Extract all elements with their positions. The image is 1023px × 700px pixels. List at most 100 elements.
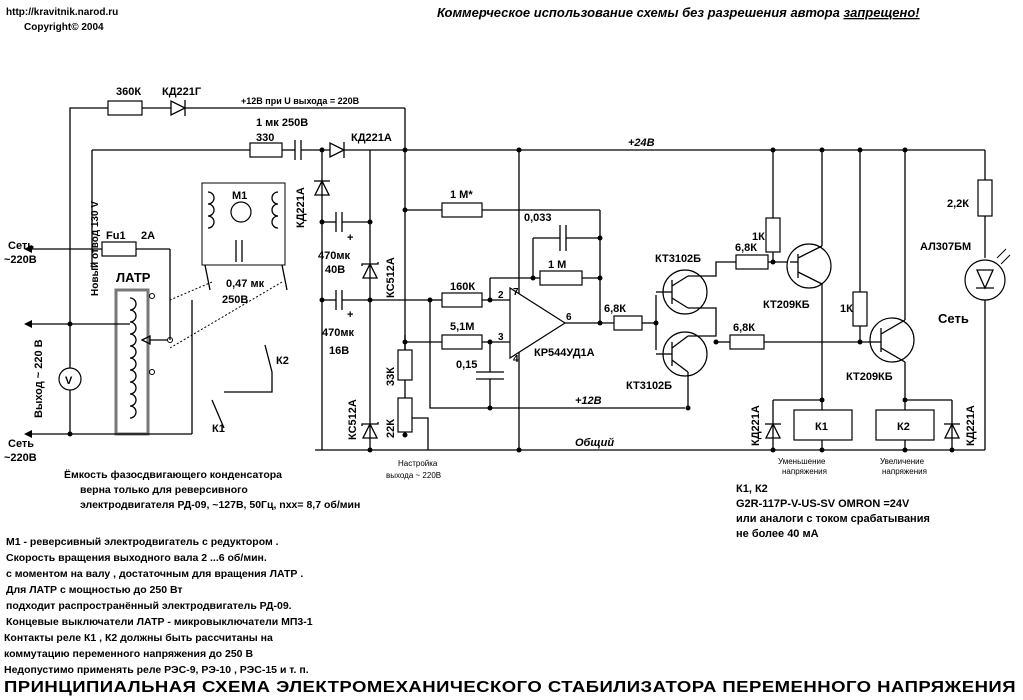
page-title: ПРИНЦИПИАЛЬНАЯ СХЕМА ЭЛЕКТРОМЕХАНИЧЕСКОГ… xyxy=(4,679,1016,696)
capacitor-015 xyxy=(476,371,504,380)
label-015: 0,15 xyxy=(456,359,477,371)
cap-note-2: верна только для реверсивного xyxy=(80,484,248,496)
label-360k: 360К xyxy=(116,86,141,98)
label-33k: 33К xyxy=(385,367,397,386)
terminal xyxy=(149,293,155,299)
resistor-1k-mid xyxy=(852,291,868,327)
label-047mk: 0,47 мк xyxy=(226,278,265,290)
motor-m1 xyxy=(230,201,252,223)
label-kt3102b-top: КТ3102Б xyxy=(655,253,701,265)
label-6k8-mid: 6,8К xyxy=(604,303,626,315)
label-250v: 250В xyxy=(222,294,248,306)
label-330: 330 xyxy=(256,132,274,144)
label-40v: 40В xyxy=(325,264,345,276)
resistor-6k8-top xyxy=(735,254,769,270)
contact-k2 xyxy=(264,344,273,373)
label-net: Сеть xyxy=(938,311,969,326)
label-6k8-top: 6,8К xyxy=(735,242,757,254)
mech-link xyxy=(169,281,213,301)
plus-sign: + xyxy=(347,309,353,321)
fuse-fu1 xyxy=(101,241,137,257)
warning-text: Коммерческое использование схемы без раз… xyxy=(437,5,920,20)
m1-note-line: коммутацию переменного напряжения до 250… xyxy=(4,648,253,660)
resistor-360k xyxy=(107,100,143,116)
label-kd221a-vertical: КД221А xyxy=(295,187,307,228)
limit-switch-right xyxy=(281,264,288,291)
label-2a: 2А xyxy=(141,230,155,242)
transistor-kt3102b-bottom xyxy=(656,331,708,377)
copyright: Copyright© 2004 xyxy=(24,22,104,33)
label-increase: Увеличение xyxy=(880,457,925,466)
mech-link xyxy=(169,281,283,349)
capacitor-470mk-16v xyxy=(335,290,343,310)
label-1m: 1 М xyxy=(548,259,566,271)
wire xyxy=(688,307,717,337)
pin-6: 6 xyxy=(566,312,572,323)
label-k2: К2 xyxy=(276,355,289,367)
label-net-out-2: ~220В xyxy=(4,452,37,464)
opamp-kr544ud1a xyxy=(509,286,567,360)
label-24v: +24В xyxy=(628,137,655,149)
relay-k1 xyxy=(793,409,853,441)
label-5m1: 5,1М xyxy=(450,321,474,333)
rail-12v xyxy=(429,300,685,409)
m1-note-line: Контакты реле К1 , К2 должны быть рассчи… xyxy=(4,632,273,644)
label-1k-a: 1К xyxy=(752,231,765,243)
cap-note-3: электродвигателя РД-09, ~127В, 50Гц, nxx… xyxy=(80,499,360,511)
relay-note-4: не более 40 мА xyxy=(736,528,819,540)
label-kd221a-right: КД221А xyxy=(965,405,977,446)
potentiometer-22k xyxy=(397,397,413,433)
site-url: http://kravitnik.narod.ru xyxy=(6,7,118,18)
zener-ks512a-mid xyxy=(361,262,379,279)
label-adjust-2: выхода ~ 220В xyxy=(386,471,441,480)
label-tap: Новый отвод 130 V xyxy=(90,201,101,296)
capacitor-1mk xyxy=(294,140,302,160)
resistor-1m-star xyxy=(441,202,483,218)
capacitor-047 xyxy=(235,240,243,262)
limit-switch-left xyxy=(204,264,211,291)
label-net-in-1: Сеть xyxy=(8,240,34,252)
pin-2: 2 xyxy=(498,290,504,301)
label-6k8-bottom: 6,8К xyxy=(733,322,755,334)
resistor-6k8-bottom xyxy=(729,334,765,350)
label-kt209kb-a: КТ209КБ xyxy=(763,299,810,311)
warning-prefix: Коммерческое использование схемы без раз… xyxy=(437,5,843,20)
relay-note-3: или аналоги с током срабатывания xyxy=(736,513,930,525)
label-12v: +12В xyxy=(575,395,602,407)
arrow xyxy=(24,320,32,328)
m1-note-line: Для ЛАТР с мощностью до 250 Вт xyxy=(6,584,183,596)
voltmeter xyxy=(58,367,82,391)
label-v: V xyxy=(65,375,73,387)
label-12v-note: +12В при U выхода = 220В xyxy=(241,96,360,106)
label-kd221a-top: КД221А xyxy=(351,132,392,144)
relay-k2-label: К2 xyxy=(897,421,910,433)
m1-note-line: Недопустимо применять реле РЭС-9, РЭ-10 … xyxy=(4,664,309,676)
resistor-5m1 xyxy=(441,334,483,350)
label-decrease-2: напряжения xyxy=(782,467,827,476)
transistor-kt209kb-bottom xyxy=(868,317,915,363)
terminal xyxy=(149,369,155,375)
label-kt209kb-b: КТ209КБ xyxy=(846,371,893,383)
zener-ks512a-bottom xyxy=(361,422,379,439)
latr-core xyxy=(114,288,150,436)
label-470mk-b: 470мк xyxy=(322,327,354,339)
diode-kd221a-vertical xyxy=(313,179,331,196)
motor-winding-right xyxy=(271,191,279,229)
label-16v: 16В xyxy=(329,345,349,357)
resistor-33k xyxy=(397,349,413,381)
label-m1: М1 xyxy=(232,190,247,202)
plus-sign: + xyxy=(347,232,353,244)
label-kd221a-left: КД221А xyxy=(750,405,762,446)
label-kt3102b-bot: КТ3102Б xyxy=(626,380,672,392)
label-common: Общий xyxy=(575,437,614,449)
m1-note-line: Концевые выключатели ЛАТР - микровыключа… xyxy=(6,616,313,628)
diode-kd221g xyxy=(170,99,187,117)
label-ks512a-mid: КС512А xyxy=(385,257,397,298)
wire xyxy=(224,372,273,393)
label-1k-b: 1К xyxy=(840,303,853,315)
label-output: Выход ~ 220 В xyxy=(33,339,45,418)
latr-winding xyxy=(129,297,137,419)
label-160k: 160К xyxy=(450,281,475,293)
relay-note-1: К1, К2 xyxy=(736,483,768,495)
